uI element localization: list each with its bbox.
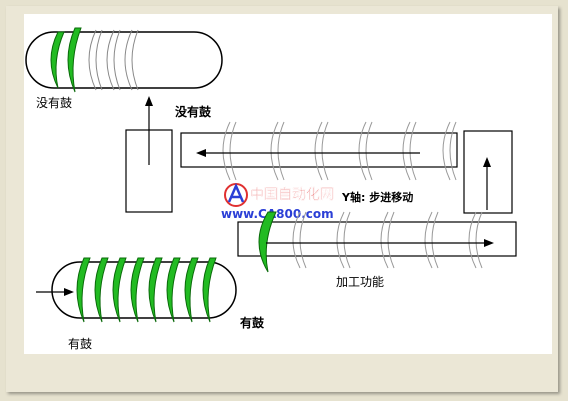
right-up-arrowhead <box>483 157 491 167</box>
label-top-left: 没有鼓 <box>36 95 72 110</box>
top-roller-outline-rings <box>88 29 139 91</box>
upper-track <box>180 132 458 168</box>
green-ring <box>67 27 82 93</box>
watermark: 中国自动化网 www.CA800.com <box>221 182 334 221</box>
lower-track <box>237 221 517 257</box>
label-bottom-right: 有鼓 <box>240 315 265 330</box>
top-roller-green-rings <box>50 27 82 93</box>
green-ring <box>184 257 199 323</box>
watermark-url: www.CA800.com <box>221 207 334 221</box>
label-y-axis-move: Y轴: 步进移动 <box>341 190 413 204</box>
green-ring <box>112 257 127 323</box>
top-roller <box>25 27 223 93</box>
ghost-ring <box>292 211 307 269</box>
ghost-ring <box>124 29 139 91</box>
green-ring <box>148 257 163 323</box>
label-middle-top: 没有鼓 <box>175 104 212 119</box>
ghost-ring <box>424 211 439 269</box>
watermark-logo <box>224 182 248 207</box>
green-ring <box>202 257 217 323</box>
label-bottom-left: 有鼓 <box>68 337 92 351</box>
left-lift-box <box>125 129 173 213</box>
bottom-roller <box>51 257 237 323</box>
ghost-ring <box>468 211 483 269</box>
label-processing: 加工功能 <box>336 275 384 289</box>
green-ring <box>76 257 91 323</box>
bottom-entry-arrowhead <box>64 288 74 296</box>
watermark-logo-mark <box>227 182 245 203</box>
green-ring <box>50 31 65 89</box>
green-ring <box>94 257 109 323</box>
bottom-roller-green-rings <box>76 257 217 323</box>
ghost-ring <box>442 121 457 181</box>
upper-track-ghost-rings <box>222 121 457 181</box>
ghost-ring <box>314 121 329 181</box>
green-ring <box>130 257 145 323</box>
lower-track-ghost-rings <box>292 211 483 269</box>
ghost-ring <box>222 121 237 181</box>
ghost-ring <box>106 29 121 91</box>
watermark-name: 中国自动化网 <box>250 186 334 203</box>
ghost-ring <box>358 121 373 181</box>
right-arrowhead <box>484 239 494 247</box>
lower-track-green-ring <box>258 211 277 273</box>
ghost-ring <box>88 29 103 91</box>
green-ring <box>166 257 181 323</box>
ghost-ring <box>402 121 417 181</box>
ghost-ring <box>270 121 285 181</box>
ghost-ring <box>336 211 351 269</box>
right-lift-box <box>463 130 513 214</box>
ghost-ring <box>380 211 395 269</box>
left-arrowhead <box>196 149 206 157</box>
up-arrowhead <box>145 96 153 106</box>
